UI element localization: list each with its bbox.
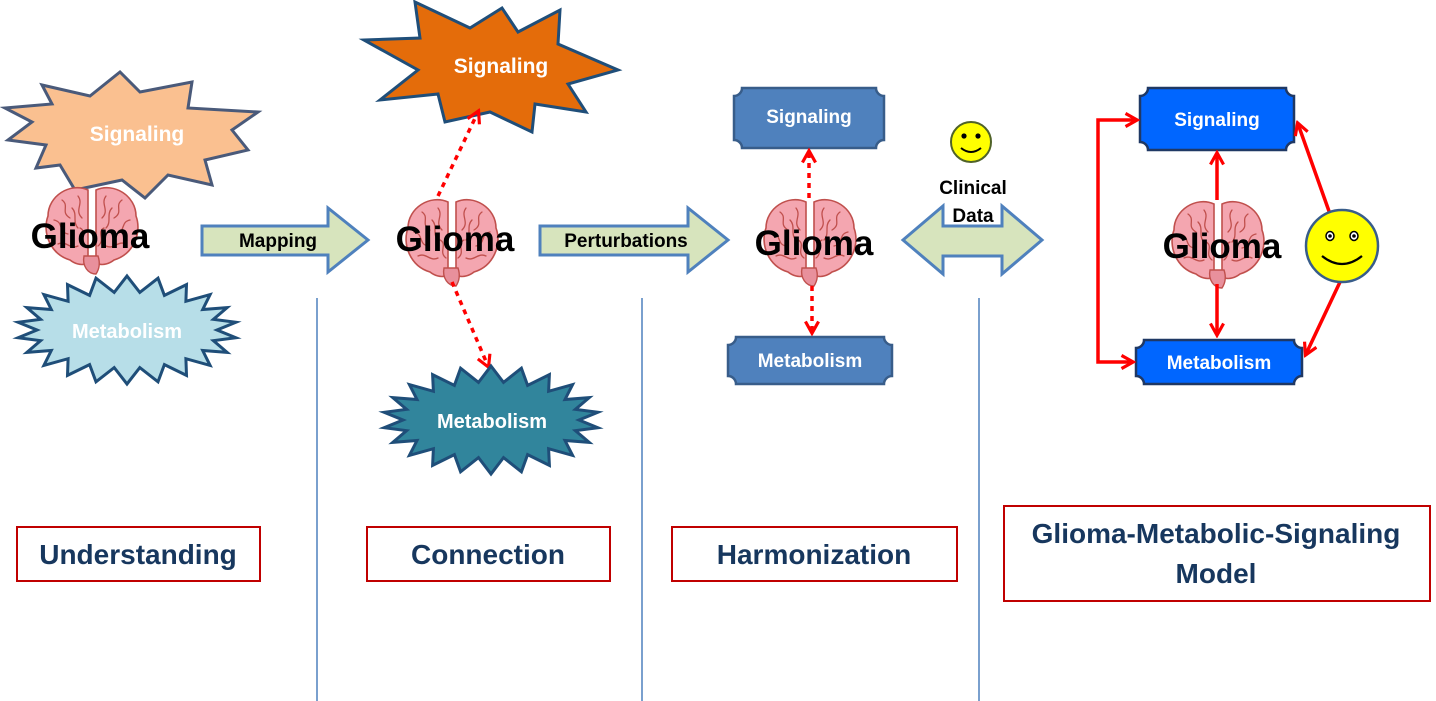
perturbations-arrow (538, 204, 731, 276)
stage-label-line2: Model (1176, 558, 1257, 589)
signaling-label: Signaling (1174, 110, 1260, 131)
dotted-arrow-to-signaling (436, 112, 478, 197)
metabolism-burst (12, 273, 242, 387)
metabolism-label: Metabolism (758, 351, 863, 372)
glioma-label: Glioma (1163, 227, 1282, 266)
clinical-data-label-line1: Clinical (939, 178, 1007, 199)
glioma-label: Glioma (31, 217, 150, 256)
signaling-box (1138, 86, 1296, 152)
stage-box (671, 526, 958, 582)
stage-label-line1: Glioma-Metabolic-Signaling (1032, 518, 1401, 549)
metabolism-burst (378, 363, 604, 477)
metabolism-label: Metabolism (1167, 353, 1272, 374)
smiley-face-icon (1304, 208, 1380, 284)
mapping-arrow (200, 204, 371, 276)
smiley-face-icon (950, 121, 992, 163)
signaling-label: Signaling (90, 123, 185, 146)
stage-label: Connection (411, 539, 565, 570)
loop-arrow-to-signaling (1096, 120, 1136, 230)
glioma-label: Glioma (396, 220, 515, 259)
stage-label: Understanding (39, 539, 237, 570)
stage-box (366, 526, 611, 582)
panel-harmonization: Signaling Glioma Metabolism Clinical Dat… (671, 86, 1045, 582)
panel-model: Signaling Metabolism Glioma Glioma-Metab… (1003, 86, 1431, 602)
signaling-burst (358, 0, 623, 135)
smiley-arrow-to-metabolism (1306, 281, 1342, 354)
metabolism-label: Metabolism (437, 411, 547, 433)
clinical-data-double-arrow (900, 202, 1045, 278)
smiley-arrow-to-signaling (1298, 124, 1332, 215)
signaling-burst (0, 69, 263, 200)
dotted-arrow-to-metabolism (450, 281, 488, 366)
stage-label: Harmonization (717, 539, 911, 570)
perturbations-arrow-label: Perturbations (564, 231, 688, 252)
metabolism-label: Metabolism (72, 321, 182, 343)
signaling-box (732, 86, 886, 150)
panel-understanding: Signaling Glioma Metabolism Mapping Unde… (0, 69, 371, 582)
panel-connection: Signaling Glioma Metabolism Perturbation… (358, 0, 731, 582)
glioma-label: Glioma (755, 224, 874, 263)
metabolism-box (726, 335, 894, 386)
stage-box (1003, 505, 1431, 602)
clinical-data-label-line2: Data (952, 206, 994, 227)
signaling-label: Signaling (766, 107, 852, 128)
loop-arrow-to-metabolism (1096, 230, 1132, 362)
stage-box (16, 526, 261, 582)
signaling-label: Signaling (454, 55, 549, 78)
metabolism-box (1134, 338, 1304, 386)
mapping-arrow-label: Mapping (239, 231, 317, 252)
